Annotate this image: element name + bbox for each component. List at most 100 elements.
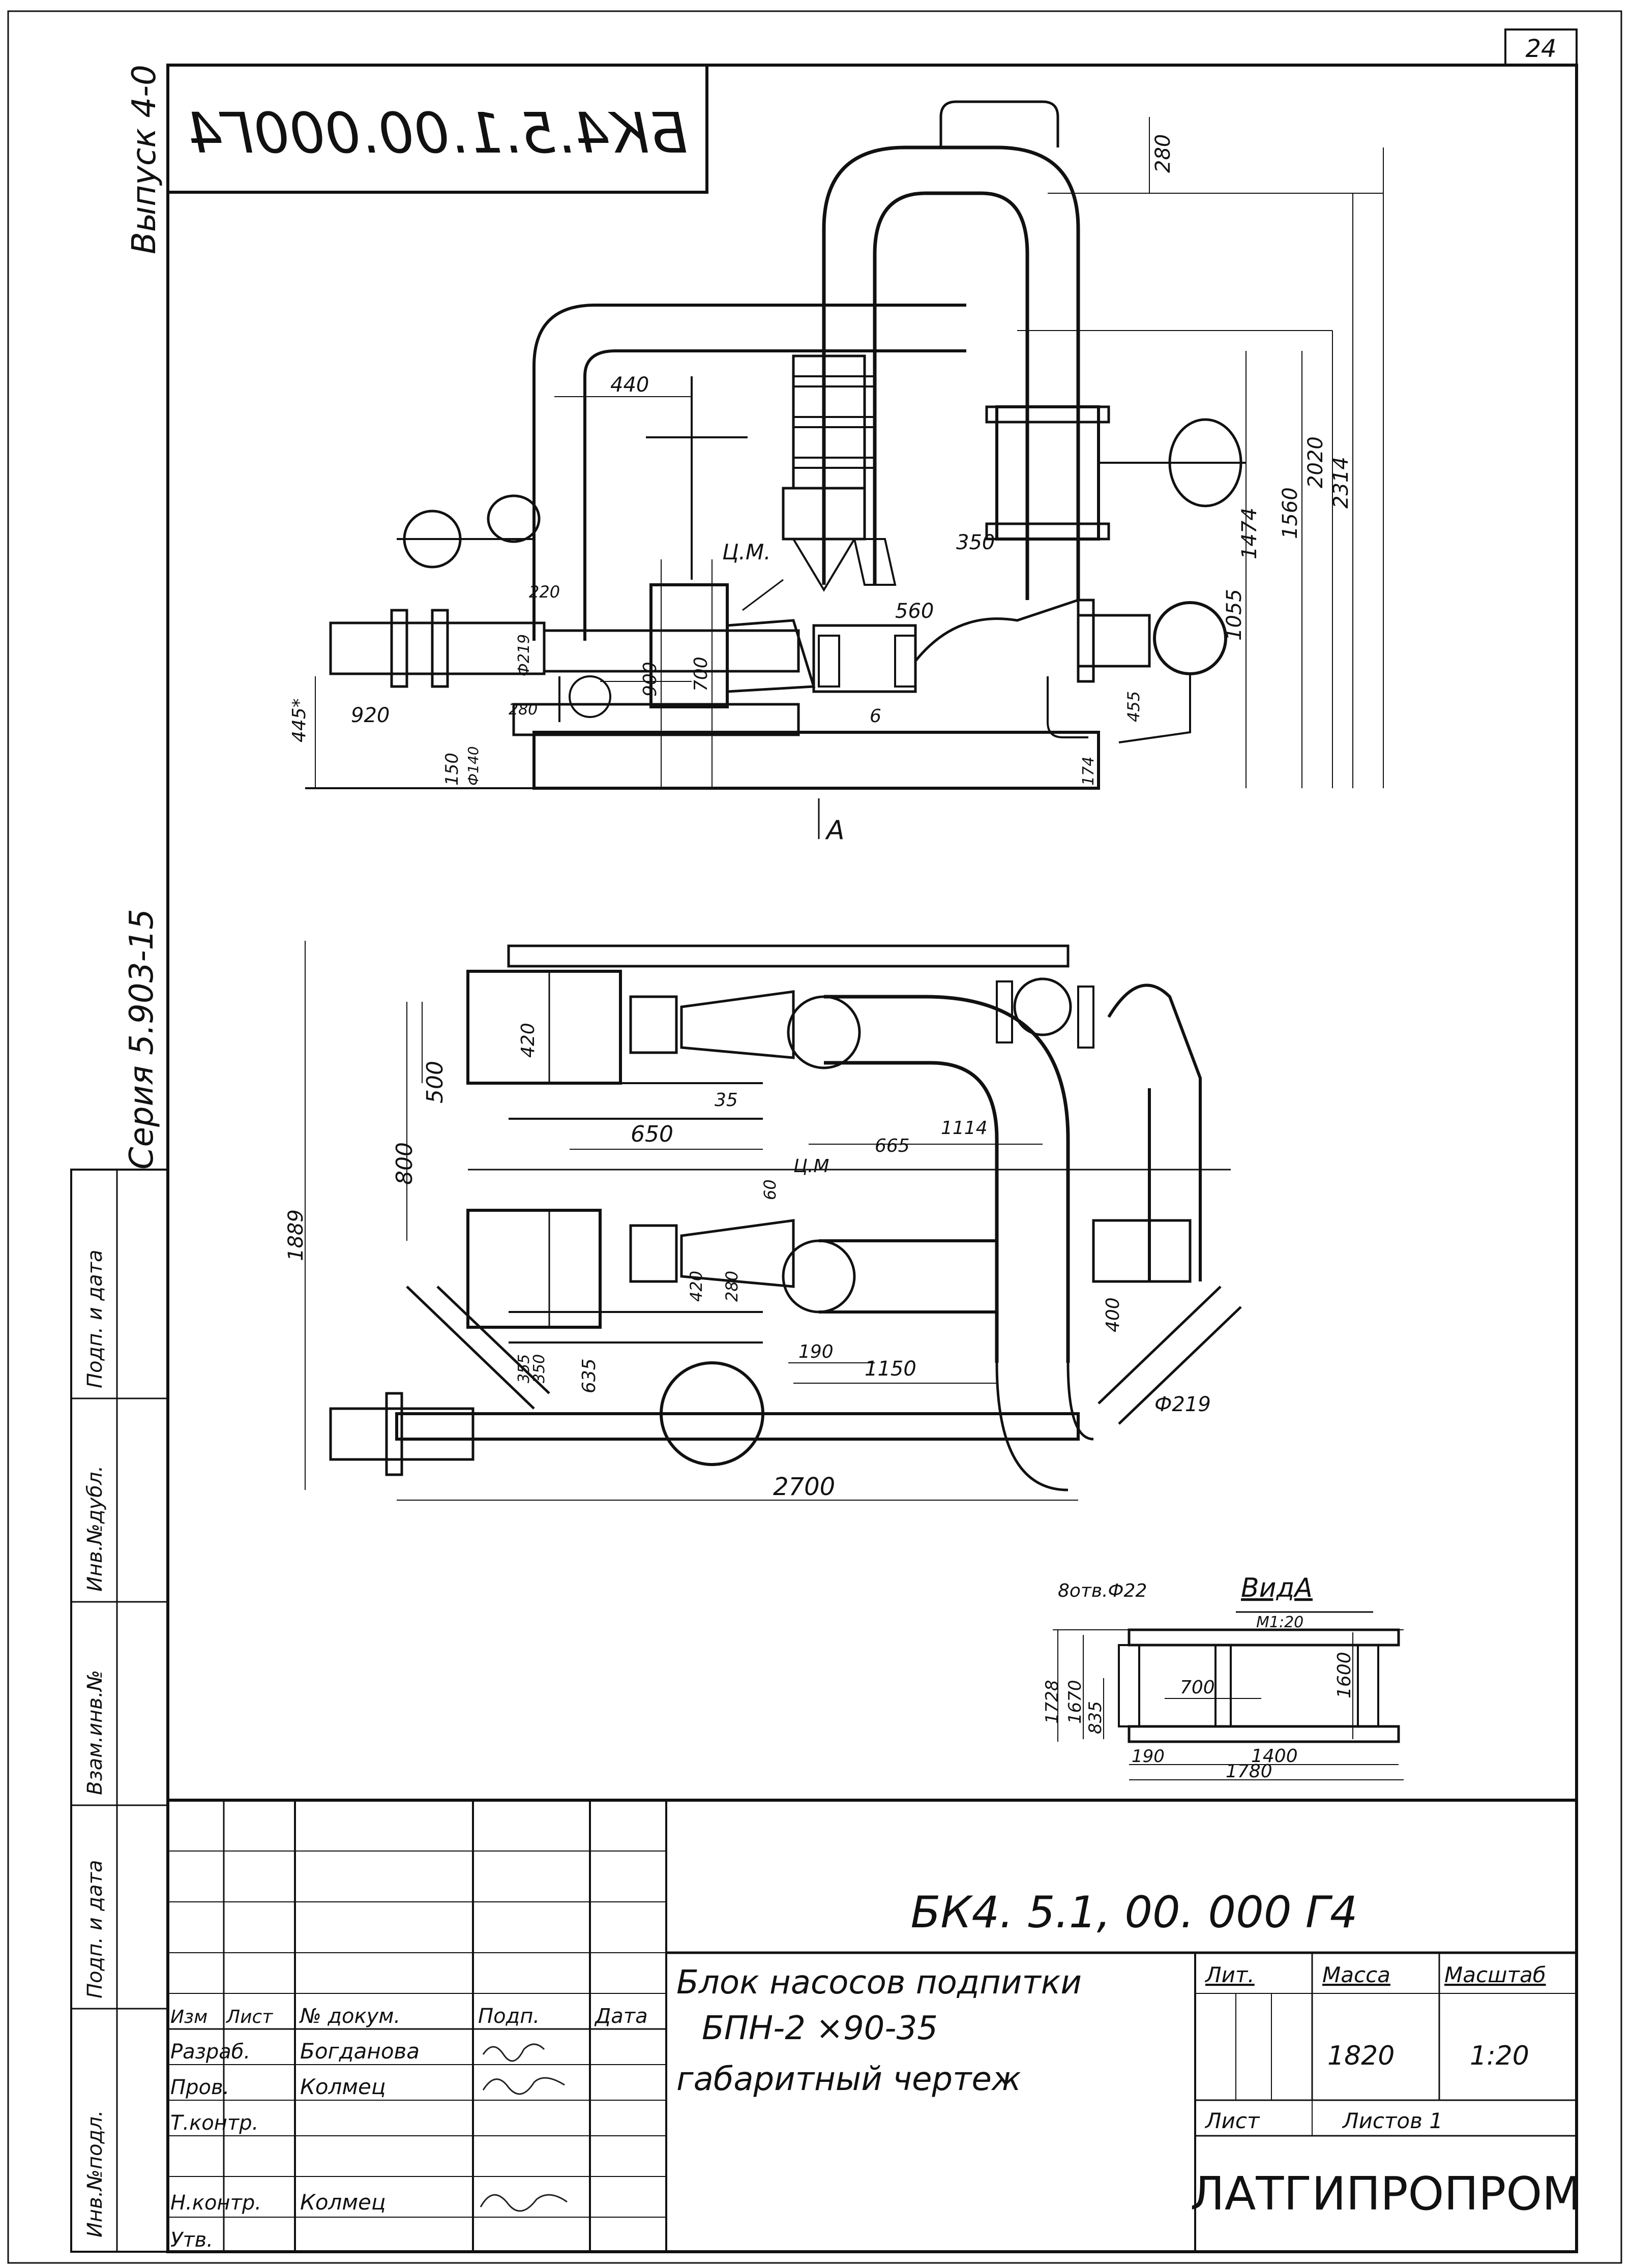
dim-front-220: 220 bbox=[529, 582, 560, 602]
view-a-dim-700: 700 bbox=[1180, 1677, 1215, 1698]
outer-frame bbox=[7, 10, 1622, 2264]
dim-plan-190: 190 bbox=[798, 1341, 834, 1362]
dim-plan-665: 665 bbox=[875, 1136, 910, 1156]
view-a-dim-1670: 1670 bbox=[1065, 1680, 1085, 1724]
mirrored-code-box: БК4.5.1.00.000Г4 bbox=[166, 64, 708, 194]
front-view-labels: 280 440 Ц.М. 350 560 220 Ф219 920 900 70… bbox=[289, 134, 1353, 846]
mass-value: 1820 bbox=[1327, 2041, 1395, 2071]
plan-view bbox=[305, 941, 1242, 1501]
scale-value: 1:20 bbox=[1470, 2041, 1529, 2071]
view-a-scale: М1:20 bbox=[1256, 1614, 1303, 1631]
stub-field-3: Взам.инв.№ bbox=[83, 1670, 107, 1795]
dim-front-440: 440 bbox=[610, 373, 649, 397]
section-marker-a: А bbox=[825, 815, 845, 846]
dim-front-1474: 1474 bbox=[1238, 508, 1261, 559]
dim-plan-650: 650 bbox=[631, 1121, 673, 1147]
dim-plan-cm: Ц.М bbox=[793, 1156, 829, 1177]
dim-plan-400: 400 bbox=[1103, 1297, 1123, 1332]
dim-plan-420b: 420 bbox=[687, 1271, 706, 1302]
view-a-dim-835: 835 bbox=[1085, 1701, 1106, 1734]
dim-plan-1889: 1889 bbox=[284, 1209, 308, 1261]
dim-plan-1114: 1114 bbox=[941, 1118, 988, 1139]
dim-plan-f219: Ф219 bbox=[1154, 1393, 1211, 1416]
dim-front-1560: 1560 bbox=[1279, 487, 1302, 539]
dim-front-280b: 280 bbox=[509, 701, 538, 719]
dim-plan-35: 35 bbox=[715, 1090, 738, 1111]
role-prov: Пров. bbox=[170, 2076, 229, 2099]
view-a-dim-190: 190 bbox=[1132, 1746, 1165, 1767]
view-a-dim-1400: 1400 bbox=[1251, 1746, 1298, 1767]
plan-view-labels: 1889 800 500 420 650 35 60 Ц.М 1114 665 … bbox=[284, 1023, 1211, 1501]
dim-front-445: 445* bbox=[289, 698, 310, 742]
dim-front-f219: Ф219 bbox=[515, 634, 533, 676]
drawing-name-line-1: Блок насосов подпитки bbox=[676, 1964, 1082, 2002]
series-label: Серия 5.903-15 bbox=[123, 909, 161, 1170]
header-data: Дата bbox=[594, 2005, 648, 2028]
signature-prov bbox=[482, 2077, 565, 2095]
name-razrab: Богданова bbox=[300, 2039, 420, 2064]
dim-plan-420: 420 bbox=[518, 1023, 539, 1058]
dim-front-350: 350 bbox=[956, 531, 995, 554]
drawing-frame bbox=[166, 64, 1578, 2253]
dim-front-cm: Ц.М. bbox=[722, 540, 771, 564]
mirrored-code: БК4.5.1.00.000Г4 bbox=[187, 101, 688, 166]
stub-field-4: Инв.№дубл. bbox=[83, 1466, 107, 1592]
dim-plan-500: 500 bbox=[422, 1061, 448, 1103]
front-view bbox=[305, 100, 1384, 839]
dim-front-900: 900 bbox=[640, 662, 661, 697]
stub-field-1: Инв.№подл. bbox=[83, 2110, 107, 2237]
dim-front-150: 150 bbox=[442, 753, 462, 786]
dim-front-280: 280 bbox=[1151, 134, 1175, 173]
stub-field-5: Подп. и дата bbox=[83, 1250, 107, 1388]
dim-plan-635: 635 bbox=[579, 1358, 600, 1393]
drawing-name-line-2: БПН-2 ×90-35 bbox=[702, 2010, 938, 2047]
dim-plan-350: 350 bbox=[530, 1354, 548, 1383]
drawing-name-line-3: габаритный чертеж bbox=[676, 2061, 1021, 2098]
sheet-label: Лист bbox=[1204, 2108, 1260, 2133]
stub-field-2: Подп. и дата bbox=[83, 1860, 107, 1998]
left-record-stub: Инв.№подл. Подп. и дата Взам.инв.№ Инв.№… bbox=[70, 1169, 169, 2253]
dim-plan-2700: 2700 bbox=[773, 1473, 835, 1501]
header-list: Лист bbox=[225, 2007, 273, 2027]
view-a-note: 8отв.Ф22 bbox=[1058, 1580, 1147, 1601]
sheet-number: 24 bbox=[1525, 35, 1556, 63]
dim-front-700: 700 bbox=[691, 656, 711, 692]
role-nkontr: Н.контр. bbox=[170, 2191, 261, 2215]
dim-plan-280: 280 bbox=[722, 1271, 742, 1302]
name-prov: Колмец bbox=[300, 2074, 385, 2099]
dim-front-f140: Ф140 bbox=[465, 746, 482, 786]
issue-label: Выпуск 4-0 bbox=[126, 65, 163, 254]
document-code: БК4. 5.1, 00. 000 Г4 bbox=[910, 1887, 1357, 1938]
dim-front-1055: 1055 bbox=[1223, 589, 1246, 641]
dim-front-2020: 2020 bbox=[1304, 436, 1327, 488]
name-nkontr: Колмец bbox=[300, 2190, 385, 2215]
header-izm: Изм bbox=[170, 2007, 207, 2027]
title-block: БК4. 5.1, 00. 000 Г4 Блок насосов подпит… bbox=[166, 1799, 1582, 2253]
dim-front-6: 6 bbox=[870, 706, 881, 727]
view-a-dim-1600: 1600 bbox=[1334, 1652, 1355, 1698]
view-a bbox=[1053, 1611, 1404, 1780]
dim-front-174: 174 bbox=[1080, 757, 1098, 786]
view-a-dim-1728: 1728 bbox=[1042, 1680, 1062, 1724]
scale-label: Масштаб bbox=[1444, 1962, 1546, 1987]
sheets-label: Листов 1 bbox=[1342, 2108, 1443, 2133]
header-doc: № докум. bbox=[299, 2005, 400, 2028]
dim-front-455: 455 bbox=[1124, 691, 1143, 722]
role-tkontr: Т.контр. bbox=[170, 2111, 258, 2135]
mass-label: Масса bbox=[1322, 1962, 1390, 1987]
view-a-dim-1780: 1780 bbox=[1226, 1761, 1272, 1782]
view-a-title: ВидА bbox=[1241, 1573, 1313, 1603]
dim-plan-1150: 1150 bbox=[865, 1357, 916, 1381]
organization: ЛАТГИПРОПРОМ bbox=[1190, 2167, 1582, 2221]
signature-razrab bbox=[482, 2043, 545, 2062]
role-utv: Утв. bbox=[170, 2228, 213, 2252]
role-razrab: Разраб. bbox=[170, 2040, 250, 2064]
sheet-number-box: 24 bbox=[1504, 28, 1578, 66]
signature-nkontr bbox=[480, 2194, 568, 2212]
header-podp: Подп. bbox=[478, 2005, 540, 2028]
dim-plan-800: 800 bbox=[392, 1142, 418, 1185]
dim-plan-60: 60 bbox=[760, 1179, 780, 1200]
dim-front-920: 920 bbox=[351, 704, 390, 727]
